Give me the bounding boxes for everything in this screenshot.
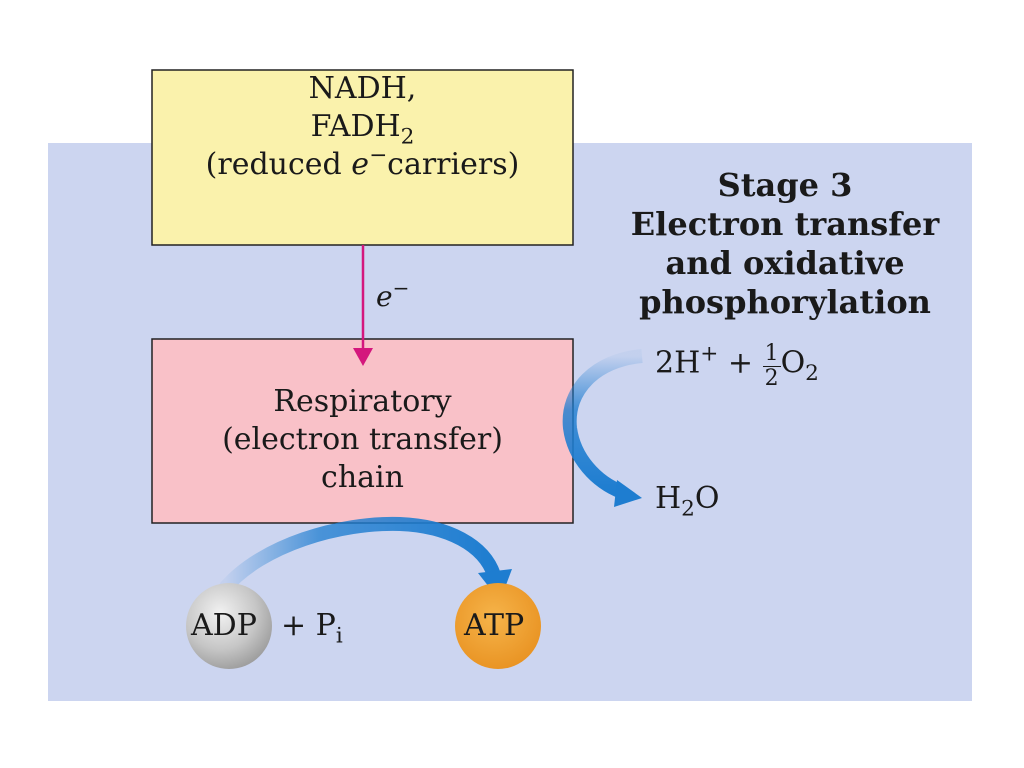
water-label: H2O bbox=[655, 481, 720, 522]
stage-title: Stage 3 Electron transfer and oxidative … bbox=[600, 166, 970, 322]
reduced-carriers-text: NADH, FADH2 (reduced e−carriers) bbox=[152, 70, 573, 184]
reduced-carriers-caption: (reduced e−carriers) bbox=[205, 143, 520, 182]
stage-line-2: Electron transfer bbox=[630, 205, 940, 243]
nadh-label: NADH, bbox=[308, 71, 417, 106]
chain-line-3: chain bbox=[321, 460, 404, 495]
electron-flow-arrow bbox=[353, 245, 373, 366]
atp-circle bbox=[455, 583, 541, 669]
chain-line-2: (electron transfer) bbox=[222, 422, 503, 457]
adp-circle bbox=[186, 583, 272, 669]
stage-line-4: phosphorylation bbox=[639, 283, 931, 321]
electron-label: e− bbox=[376, 275, 410, 313]
reduced-carriers-box bbox=[151, 69, 574, 246]
stage-number: Stage 3 bbox=[717, 166, 853, 204]
fadh2-label: FADH2 bbox=[310, 109, 415, 150]
water-formation-arrow bbox=[562, 349, 643, 507]
chain-line-1: Respiratory bbox=[273, 384, 452, 419]
stage-line-3: and oxidative bbox=[665, 244, 905, 282]
respiratory-chain-text: Respiratory (electron transfer) chain bbox=[152, 383, 573, 497]
atp-label: ATP bbox=[464, 608, 525, 643]
phosphate-label: + Pi bbox=[281, 608, 343, 649]
adp-label: ADP bbox=[191, 608, 257, 643]
